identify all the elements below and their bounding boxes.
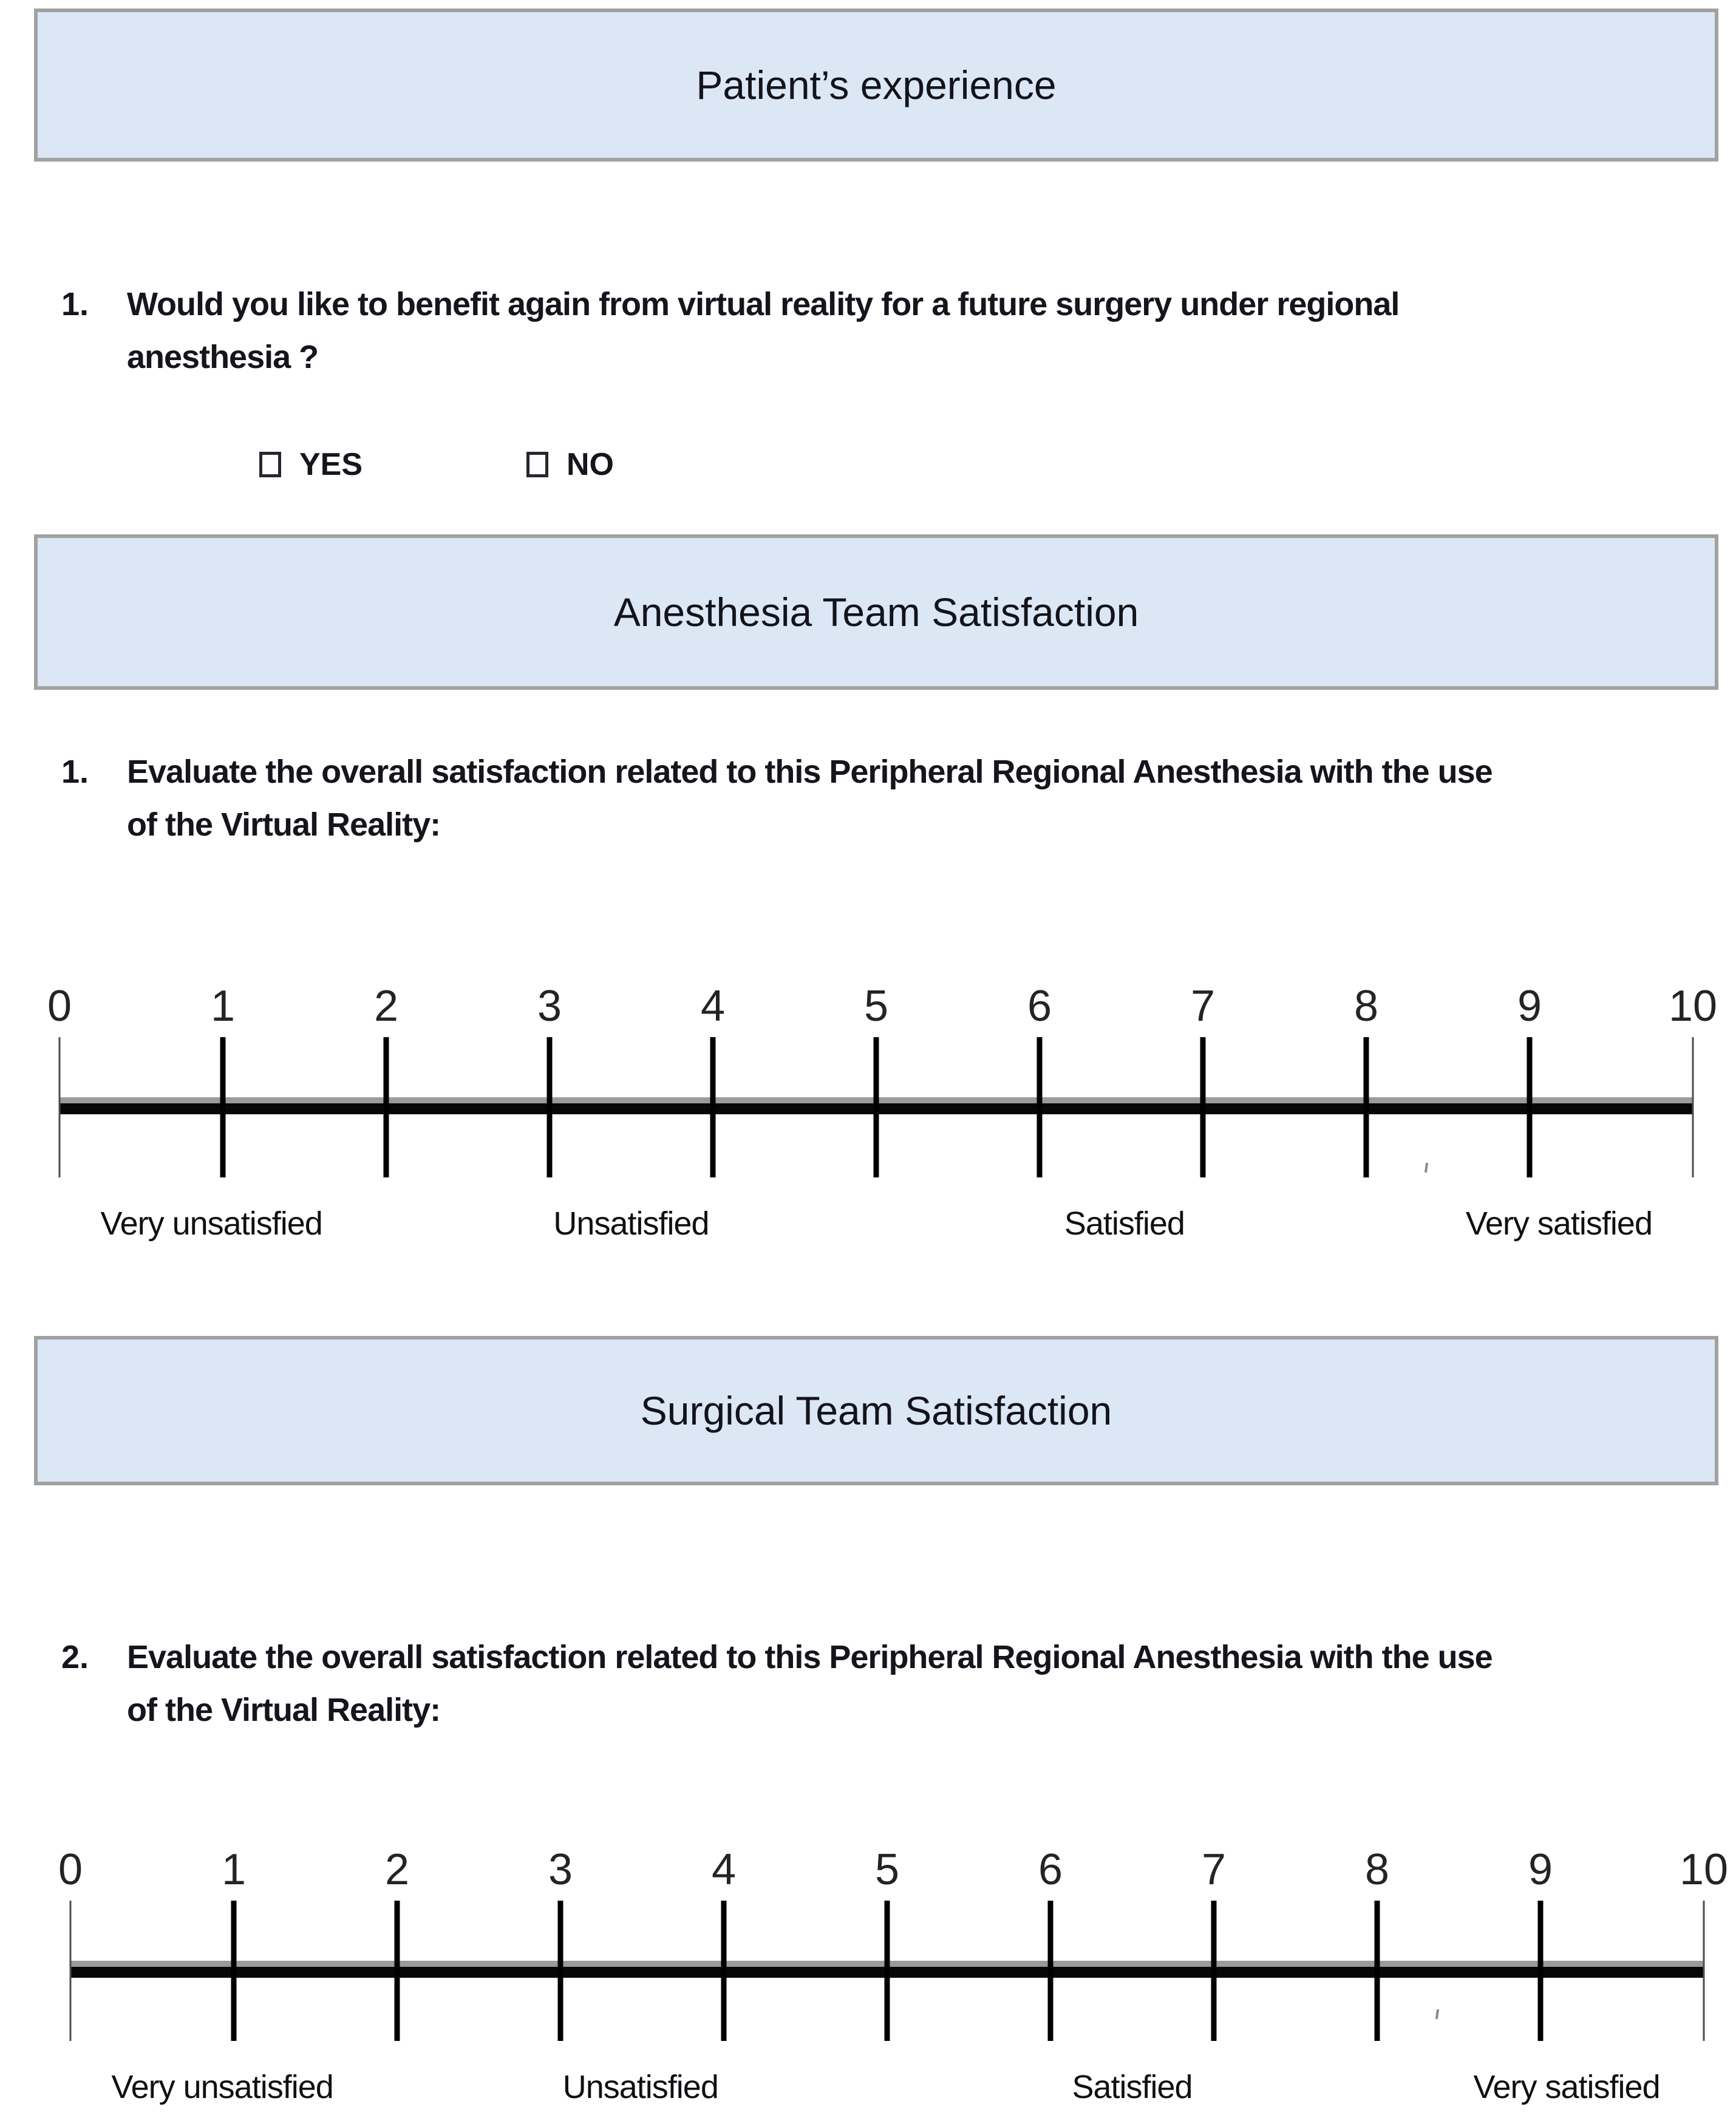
option-no[interactable]: NO xyxy=(526,445,614,484)
scale-number: 7 xyxy=(1190,982,1216,1030)
vas-scale-surgical[interactable]: 0 1 2 3 4 5 6 7 8 9 10 Very unsatisfied Unsatisfied… xyxy=(58,1844,1728,2115)
scale-anchor-labels: Very unsatisfied Unsatisfied Satisfied Very… xyxy=(60,981,1693,1254)
scale-number: 5 xyxy=(863,982,889,1030)
question-number: 2. xyxy=(61,1639,89,1675)
question-number: 1. xyxy=(61,754,89,790)
scale-number: 9 xyxy=(1517,982,1542,1030)
scale-tick xyxy=(394,1901,400,2041)
option-yes[interactable]: YES xyxy=(259,445,363,484)
scale-tick xyxy=(1703,1901,1705,2041)
scale-number: 1 xyxy=(221,1845,247,1894)
scale-tick xyxy=(546,1037,553,1177)
question-text-line: of the Virtual Reality: xyxy=(127,806,441,843)
scale-number: 0 xyxy=(58,1845,83,1894)
option-yes-label: YES xyxy=(299,447,363,482)
section-title: Anesthesia Team Satisfaction xyxy=(613,590,1139,635)
scale-number: 7 xyxy=(1201,1845,1227,1894)
scale-number: 10 xyxy=(1668,982,1718,1030)
scale-number: 0 xyxy=(47,982,72,1030)
scale-tick xyxy=(58,1037,61,1177)
scale-tick xyxy=(1363,1037,1369,1177)
scale-number: 8 xyxy=(1364,1845,1390,1894)
section-header-patient-experience: Patient’s experience xyxy=(34,9,1718,162)
question-text-line: Evaluate the overall satisfaction relate… xyxy=(127,1639,1493,1675)
scale-number: 1 xyxy=(210,982,236,1030)
yes-checkbox[interactable] xyxy=(259,452,281,477)
scale-number: 9 xyxy=(1528,1845,1553,1894)
scale-tick xyxy=(1692,1037,1694,1177)
scale-number: 5 xyxy=(874,1845,900,1894)
section-header-surgical-team: Surgical Team Satisfaction xyxy=(34,1336,1718,1485)
scale-anchor-label: Very satisfied xyxy=(1473,2069,1660,2105)
scale-number: 4 xyxy=(700,982,726,1030)
scale-ticks xyxy=(69,1844,1705,2115)
scale-anchor-label: Unsatisfied xyxy=(553,1205,709,1242)
scale-anchor-label: Satisfied xyxy=(1064,1205,1185,1242)
scale-tick xyxy=(1200,1037,1206,1177)
scale-tick xyxy=(1537,1901,1544,2041)
scale-numbers: 0 1 2 3 4 5 6 7 8 9 10 xyxy=(47,981,1717,1254)
question-text-block: Would you like to benefit again from vir… xyxy=(127,278,1706,384)
scale-anchor-label: Very unsatisfied xyxy=(111,2069,334,2105)
scale-anchor-label: Very satisfied xyxy=(1465,1205,1653,1242)
scale-tick xyxy=(710,1037,716,1177)
scale-number: 6 xyxy=(1027,982,1052,1030)
scale-tick xyxy=(1036,1037,1043,1177)
section-title: Surgical Team Satisfaction xyxy=(640,1388,1112,1433)
scale-tick xyxy=(1527,1037,1533,1177)
section-header-anesthesia-team: Anesthesia Team Satisfaction xyxy=(34,534,1718,690)
scale-anchor-label: Unsatisfied xyxy=(562,2069,719,2105)
question-text-line: Would you like to benefit again from vir… xyxy=(127,286,1400,322)
scale-number: 6 xyxy=(1038,1845,1063,1894)
scale-number: 8 xyxy=(1353,982,1379,1030)
scale-numbers: 0 1 2 3 4 5 6 7 8 9 10 xyxy=(58,1844,1728,2115)
scale-number: 2 xyxy=(373,982,399,1030)
scale-anchor-label: Satisfied xyxy=(1072,2069,1193,2105)
scale-tick xyxy=(873,1037,879,1177)
scale-anchor-labels: Very unsatisfied Unsatisfied Satisfied Very… xyxy=(70,1844,1704,2115)
scale-tick xyxy=(721,1901,727,2041)
question-text-block: Evaluate the overall satisfaction relate… xyxy=(127,746,1706,851)
scale-tick xyxy=(1047,1901,1054,2041)
scale-tick xyxy=(231,1901,237,2041)
question-text-line: anesthesia ? xyxy=(127,339,319,375)
scale-ticks xyxy=(58,981,1694,1254)
scale-number: 3 xyxy=(548,1845,573,1894)
scale-tick xyxy=(69,1901,72,2041)
scale-tick xyxy=(1211,1901,1217,2041)
scale-number: 3 xyxy=(537,982,562,1030)
question-text-line: Evaluate the overall satisfaction relate… xyxy=(127,754,1493,790)
scale-tick xyxy=(220,1037,226,1177)
scale-tick xyxy=(884,1901,890,2041)
scale-number: 2 xyxy=(384,1845,410,1894)
question-number: 1. xyxy=(61,286,89,322)
scale-tick xyxy=(557,1901,563,2041)
vas-scale-anesthesia[interactable]: 0 1 2 3 4 5 6 7 8 9 10 Very unsatisfied Unsatisfied… xyxy=(47,981,1717,1254)
section-title: Patient’s experience xyxy=(696,63,1057,107)
scale-anchor-label: Very unsatisfied xyxy=(100,1205,323,1242)
scale-tick xyxy=(1374,1901,1380,2041)
scale-tick xyxy=(383,1037,389,1177)
question-text-line: of the Virtual Reality: xyxy=(127,1692,441,1728)
no-checkbox[interactable] xyxy=(526,452,548,477)
scale-number: 4 xyxy=(711,1845,737,1894)
scale-number: 10 xyxy=(1679,1845,1729,1894)
question-text-block: Evaluate the overall satisfaction relate… xyxy=(127,1631,1706,1737)
option-no-label: NO xyxy=(567,447,614,482)
